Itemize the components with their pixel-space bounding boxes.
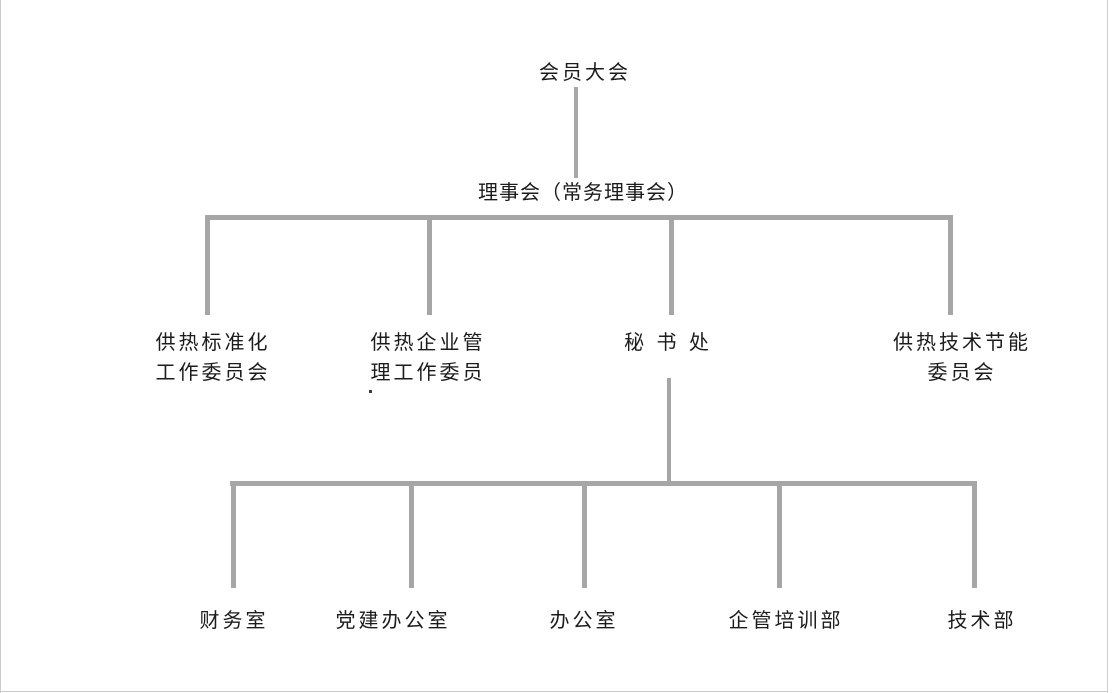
node-enterprise-mgmt-training-dept: 企管培训部 xyxy=(729,605,844,635)
connector-drop-enterprise-mgmt xyxy=(427,215,432,315)
node-secretariat: 秘 书 处 xyxy=(624,327,712,357)
node-secretariat-label: 秘 书 处 xyxy=(624,330,712,354)
page-edge-left xyxy=(0,0,1,693)
stray-dot-mark xyxy=(369,390,372,393)
node-general-office: 办公室 xyxy=(550,605,619,635)
node-heating-tech-energy-line2: 委员会 xyxy=(927,360,997,384)
connector-drop-party-office xyxy=(409,481,414,588)
connector-drop-secretariat xyxy=(669,215,674,315)
node-finance-room: 财务室 xyxy=(200,605,269,635)
connector-drop-office xyxy=(582,481,587,588)
connector-drop-training xyxy=(777,481,782,588)
node-general-office-label: 办公室 xyxy=(549,608,619,632)
connector-secretariat-rail xyxy=(230,481,977,486)
node-heating-tech-energy-committee: 供热技术节能 委员会 xyxy=(893,327,1031,387)
node-technology-dept: 技术部 xyxy=(948,605,1017,635)
connector-council-rail xyxy=(205,215,953,220)
connector-root-to-council xyxy=(574,87,578,178)
node-finance-room-label: 财务室 xyxy=(199,608,269,632)
page-edge-bottom xyxy=(0,691,1108,692)
connector-drop-technology xyxy=(972,481,977,588)
node-heating-enterprise-mgmt-line2: 理工作委员 xyxy=(370,360,486,384)
page-edge-right xyxy=(1107,0,1108,693)
connector-drop-finance xyxy=(231,481,236,588)
node-heating-tech-energy-line1: 供热技术节能 xyxy=(893,330,1031,354)
node-member-assembly-label: 会员大会 xyxy=(539,60,631,84)
node-council-label: 理事会（常务理事会） xyxy=(478,180,688,204)
connector-drop-standardization xyxy=(205,215,210,315)
node-heating-standardization-line1: 供热标准化 xyxy=(155,330,271,354)
node-heating-enterprise-mgmt-committee: 供热企业管 理工作委员 xyxy=(371,327,486,387)
node-heating-enterprise-mgmt-line1: 供热企业管 xyxy=(370,330,486,354)
connector-secretariat-stem xyxy=(667,378,671,481)
node-party-building-office: 党建办公室 xyxy=(336,605,451,635)
node-party-building-office-label: 党建办公室 xyxy=(335,608,451,632)
node-council: 理事会（常务理事会） xyxy=(478,177,688,207)
connector-drop-tech-energy xyxy=(948,215,953,315)
node-technology-dept-label: 技术部 xyxy=(947,608,1017,632)
node-member-assembly: 会员大会 xyxy=(539,57,631,87)
node-enterprise-mgmt-training-dept-label: 企管培训部 xyxy=(728,608,844,632)
node-heating-standardization-line2: 工作委员会 xyxy=(155,360,271,384)
node-heating-standardization-committee: 供热标准化 工作委员会 xyxy=(156,327,271,387)
